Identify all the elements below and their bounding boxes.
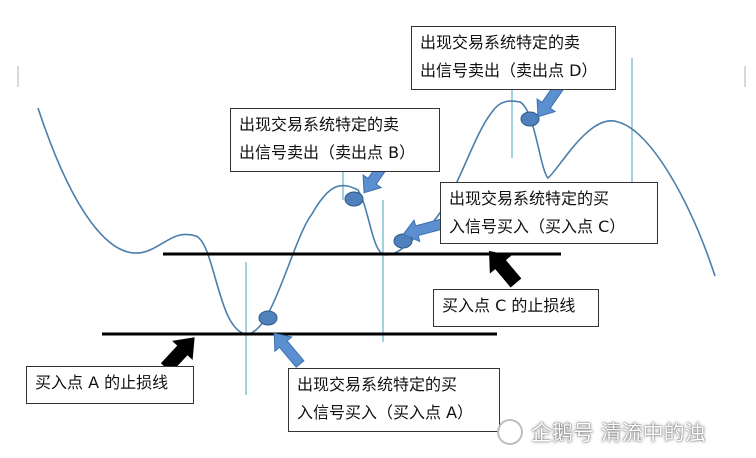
marker-buy-c	[393, 233, 413, 249]
label-buy-point-c-line2: 入信号买入（买入点 C）	[449, 217, 626, 236]
watermark: 企鹅号 清流中的浊	[497, 417, 706, 447]
label-sell-point-d: 出现交易系统特定的卖 出信号卖出（卖出点 D）	[411, 26, 616, 90]
label-sell-point-b-line1: 出现交易系统特定的卖	[239, 115, 400, 134]
label-buy-point-c-line1: 出现交易系统特定的买	[449, 189, 610, 208]
label-buy-point-a-line2: 入信号买入（买入点 A）	[297, 403, 474, 422]
label-buy-point-c: 出现交易系统特定的买 入信号买入（买入点 C）	[440, 182, 658, 244]
label-stop-loss-c-text: 买入点 C 的止损线	[442, 296, 576, 315]
label-stop-loss-a-text: 买入点 A 的止损线	[35, 373, 169, 392]
marker-buy-a	[258, 310, 278, 326]
arrow-to-buy-c	[402, 218, 444, 243]
arrow-to-stop-loss-a	[160, 337, 195, 373]
marker-sell-d	[520, 111, 540, 127]
label-sell-point-b-line2: 出信号卖出（卖出点 B）	[239, 143, 416, 162]
label-buy-point-a-line1: 出现交易系统特定的买	[297, 375, 458, 394]
label-sell-point-b: 出现交易系统特定的卖 出信号卖出（卖出点 B）	[230, 108, 440, 172]
label-sell-point-d-line2: 出信号卖出（卖出点 D）	[420, 61, 598, 80]
marker-sell-b	[344, 191, 364, 207]
label-sell-point-d-line1: 出现交易系统特定的卖	[420, 33, 581, 52]
label-buy-point-a: 出现交易系统特定的买 入信号买入（买入点 A）	[288, 368, 500, 432]
label-stop-loss-a: 买入点 A 的止损线	[26, 366, 194, 404]
watermark-text: 企鹅号 清流中的浊	[531, 421, 706, 445]
label-stop-loss-c: 买入点 C 的止损线	[433, 289, 599, 327]
arrow-to-stop-loss-c	[489, 250, 522, 288]
penguin-logo-icon	[497, 419, 523, 445]
arrow-to-buy-a	[273, 332, 305, 368]
